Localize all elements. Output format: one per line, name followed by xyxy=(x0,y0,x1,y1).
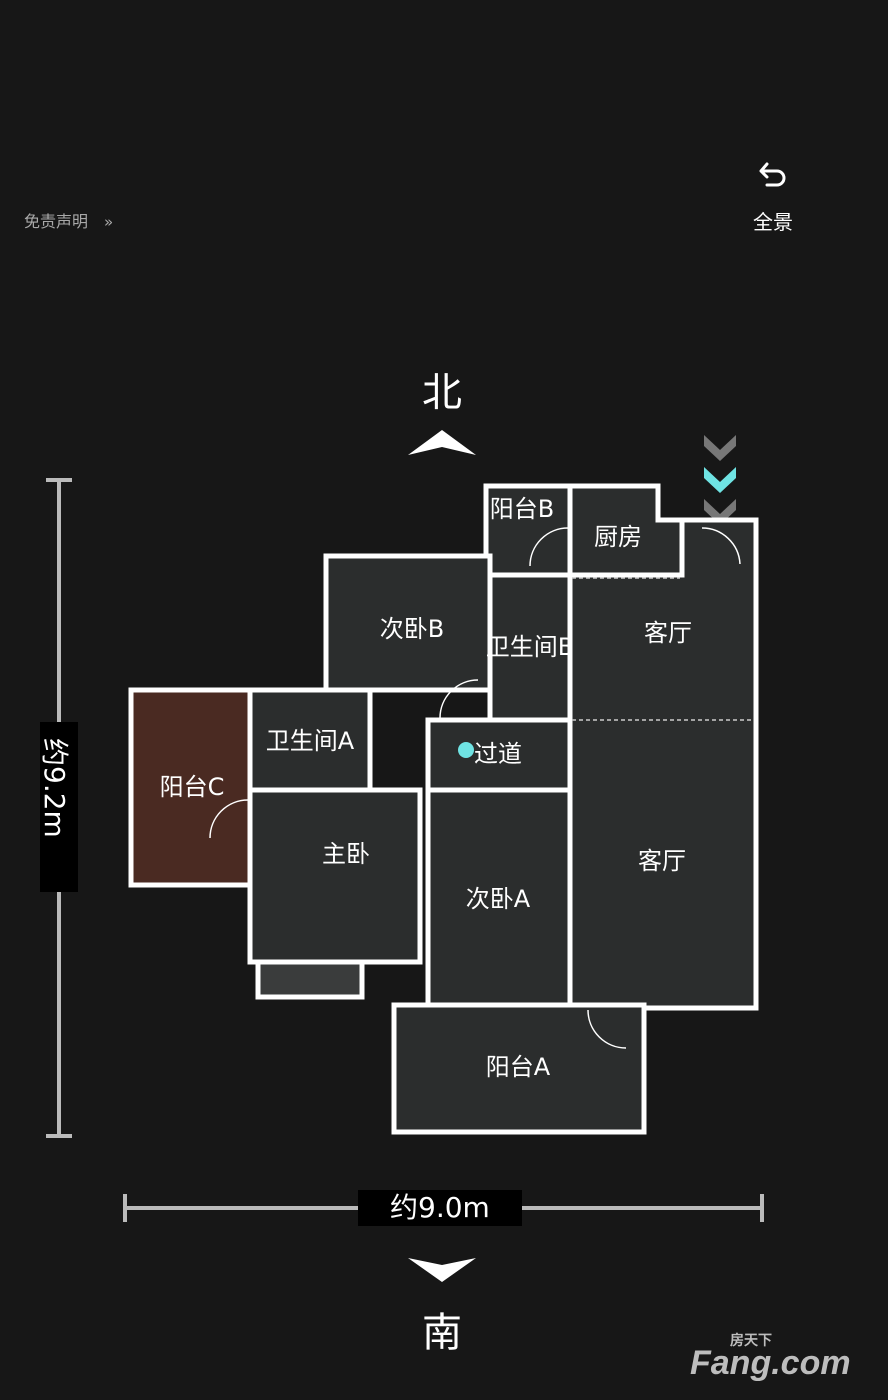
south-arrow-icon xyxy=(408,1258,476,1282)
north-arrow-icon xyxy=(408,430,476,455)
room-label-balcony-b: 阳台B xyxy=(490,495,554,523)
room-label-bedroom-b: 次卧B xyxy=(380,615,444,643)
room-bathroom-b xyxy=(487,572,573,723)
current-position-marker xyxy=(458,742,474,758)
undo-arrow-icon xyxy=(759,162,786,187)
room-label-bathroom-a: 卫生间A xyxy=(266,727,355,755)
room-master xyxy=(247,787,423,965)
room-label-bathroom-b: 卫生间B xyxy=(486,633,574,661)
room-balcony-a xyxy=(391,1002,647,1135)
room-bathroom-a xyxy=(247,687,373,793)
room-label-living-top: 客厅 xyxy=(644,619,692,647)
fang-logo: 房天下 Fang.com xyxy=(690,1330,851,1383)
room-label-bedroom-a: 次卧A xyxy=(466,885,531,913)
logo-cn: 房天下 xyxy=(730,1332,772,1348)
room-label-living-bottom: 客厅 xyxy=(638,847,686,875)
room-living xyxy=(567,517,759,1011)
entrance-marker-icon xyxy=(704,435,736,525)
height-dimension-box: 约9.2m xyxy=(38,722,78,892)
room-label-balcony-c: 阳台C xyxy=(160,773,225,801)
width-dimension-label: 约9.0m xyxy=(358,1190,522,1226)
height-dimension-label: 约9.2m xyxy=(38,738,71,838)
logo-en: Fang.com xyxy=(690,1344,851,1382)
disclaimer-label: 免责声明 xyxy=(24,212,89,231)
door-arcs xyxy=(209,527,741,1049)
room-bay-window xyxy=(255,959,365,1000)
room-label-corridor: 过道 xyxy=(474,740,522,768)
panorama-label: 全景 xyxy=(753,210,793,234)
room-bedroom-b xyxy=(323,553,493,693)
room-label-balcony-a: 阳台A xyxy=(486,1053,551,1081)
room-corridor xyxy=(425,717,573,793)
panorama-button[interactable]: 全景 xyxy=(740,160,806,235)
disclaimer-link[interactable]: 免责声明 » xyxy=(24,208,113,232)
north-label: 北 xyxy=(422,370,462,416)
south-label: 南 xyxy=(422,1310,462,1356)
double-chevron-right-icon: » xyxy=(104,213,114,231)
room-label-master: 主卧 xyxy=(322,840,370,868)
room-label-kitchen: 厨房 xyxy=(594,523,642,551)
